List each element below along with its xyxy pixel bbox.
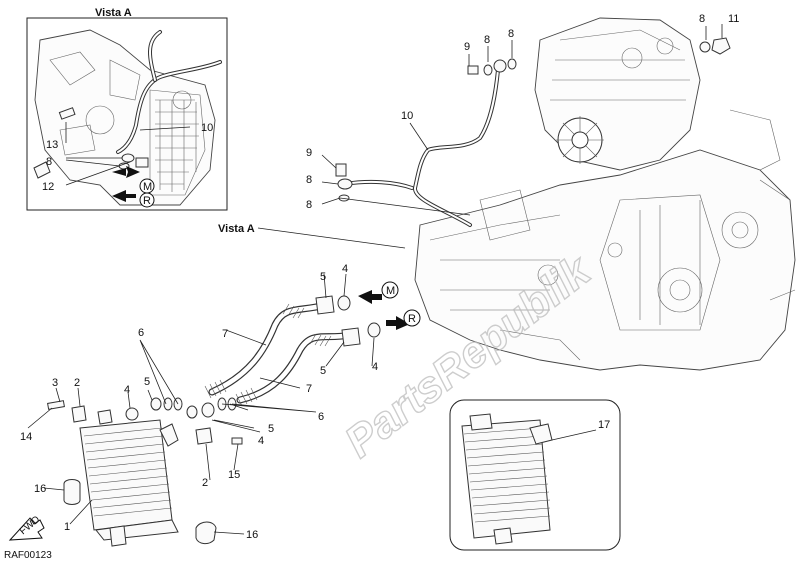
inset-part-8: 8: [46, 156, 52, 168]
sprocket: [556, 116, 604, 164]
part-6-upper: 6: [138, 327, 144, 339]
part-3: 3: [52, 377, 58, 389]
part-16-left: 16: [34, 483, 46, 495]
inset-vista-a: Vista A M R: [26, 7, 228, 211]
inset-part-13: 13: [46, 139, 58, 151]
callout-vista-a: Vista A: [218, 223, 255, 235]
part-1: 1: [64, 521, 70, 533]
part-8-right: 8: [699, 13, 705, 25]
part-6-lower: 6: [318, 411, 324, 423]
part-5-mid: 5: [320, 365, 326, 377]
part-16-right: 16: [246, 529, 258, 541]
inset-arrow-r-label: R: [143, 195, 151, 207]
inset-arrow-m-label: M: [143, 181, 152, 193]
part-8-left-a: 8: [306, 174, 312, 186]
part-8-top-a: 8: [484, 34, 490, 46]
part-8-top-b: 8: [508, 28, 514, 40]
inset-title: Vista A: [95, 7, 132, 19]
arrow-m-label: M: [386, 285, 395, 297]
part-5-lower: 5: [268, 423, 274, 435]
part-10: 10: [401, 110, 413, 122]
inset-part-10: 10: [201, 122, 213, 134]
part-11: 11: [728, 13, 739, 25]
arrow-r-label: R: [408, 313, 416, 325]
part-5-upper: 5: [320, 271, 326, 283]
part-15: 15: [228, 469, 240, 481]
inset-oil-cooler-box: [449, 399, 621, 551]
part-4-upper: 4: [342, 263, 348, 275]
part-callouts: 9 8 8 8 11 10 9 8 8 Vista A 5 4 7 6 7 5 …: [20, 13, 739, 541]
part-17: 17: [598, 419, 610, 431]
inset-part-12: 12: [42, 181, 54, 193]
part-9-left: 9: [306, 147, 312, 159]
part-4-lower: 4: [258, 435, 264, 447]
part-4-left: 4: [124, 384, 130, 396]
oil-hoses: [204, 301, 354, 407]
drawing-code: RAF00123: [4, 550, 52, 561]
part-2-upper: 2: [74, 377, 80, 389]
part-7-lower: 7: [306, 383, 312, 395]
part-14: 14: [20, 431, 32, 443]
forward-direction-arrow: FWD: [8, 514, 45, 541]
part-5-left: 5: [144, 376, 150, 388]
part-9-top: 9: [464, 41, 470, 53]
part-4-mid: 4: [372, 361, 378, 373]
part-8-left-b: 8: [306, 199, 312, 211]
oil-cooler: [79, 419, 179, 547]
engine-block: [414, 17, 796, 371]
part-7-upper: 7: [222, 328, 228, 340]
part-2-lower: 2: [202, 477, 208, 489]
